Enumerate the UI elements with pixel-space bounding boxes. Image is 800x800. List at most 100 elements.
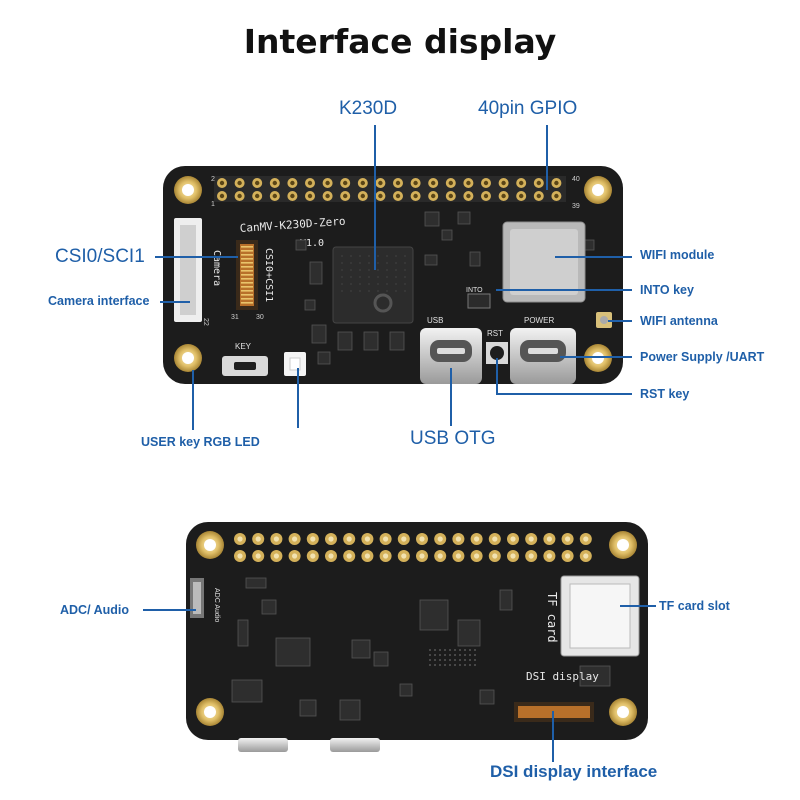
pin-label-2: 2 (211, 176, 215, 183)
csi-pin (241, 286, 253, 288)
gpio-pin-hole (501, 180, 506, 186)
chip-dot (395, 262, 397, 264)
csi-pin (241, 290, 253, 292)
smd-part-bottom (399, 683, 413, 697)
via-dot (444, 649, 446, 651)
chip-dot (386, 290, 388, 292)
smd-part-bottom (237, 619, 249, 647)
smd-part (441, 229, 453, 241)
csi-pin (241, 246, 253, 248)
label-gpio: 40pin GPIO (478, 98, 578, 119)
silk-csi: CSI0+CSI1 (263, 248, 274, 302)
gpio-pin-hole (501, 193, 506, 199)
smd-part-bottom (339, 699, 361, 721)
smd-components-top (295, 211, 595, 365)
gpio-pads-bottom (234, 533, 592, 562)
pin-label-40: 40 (572, 176, 580, 183)
via-dot (474, 649, 476, 651)
gpio-pin-hole (466, 193, 471, 199)
gpio-pad-hole (474, 536, 480, 542)
smd-part (424, 211, 440, 227)
gpio-pad-hole (492, 553, 498, 559)
gpio-pin-hole (290, 193, 295, 199)
smd-part (311, 324, 327, 344)
gpio-pin-hole (343, 180, 348, 186)
label-camera-interface: Camera interface (48, 294, 150, 308)
pin-label-22: 22 (202, 318, 209, 326)
silk-usb: USB (427, 316, 443, 325)
csi-pin (241, 274, 253, 276)
pin-label-39: 39 (572, 203, 580, 210)
gpio-pad-hole (273, 553, 279, 559)
chip-dot (359, 269, 361, 271)
silk-dsi: DSI display (526, 670, 599, 683)
chip-dot (350, 269, 352, 271)
csi-pins (241, 246, 253, 304)
chip-dot (377, 269, 379, 271)
csi-pin (241, 282, 253, 284)
smd-part-bottom (457, 619, 481, 647)
gpio-pin-hole (378, 193, 383, 199)
gpio-pin-hole (431, 180, 436, 186)
gpio-pad-hole (401, 553, 407, 559)
chip-dot (395, 283, 397, 285)
chip-dot (395, 290, 397, 292)
gpio-pad-hole (346, 553, 352, 559)
gpio-pad-hole (273, 536, 279, 542)
gpio-pad-hole (237, 553, 243, 559)
via-dot (444, 664, 446, 666)
gpio-pad-hole (310, 536, 316, 542)
via-dot (449, 664, 451, 666)
gpio-pad-hole (292, 553, 298, 559)
gpio-pad-hole (383, 536, 389, 542)
page-title: Interface display (243, 22, 557, 61)
smd-part (389, 331, 405, 351)
via-dot (459, 654, 461, 656)
smd-part (295, 239, 307, 251)
gpio-pad-hole (437, 553, 443, 559)
via-dot (469, 664, 471, 666)
chip-dot (386, 262, 388, 264)
via-dot (464, 649, 466, 651)
gpio-pin-hole (290, 180, 295, 186)
via-dot (434, 664, 436, 666)
gpio-pin-hole (448, 193, 453, 199)
via-dot (454, 654, 456, 656)
label-wifi-antenna: WIFI antenna (640, 314, 718, 328)
gpio-pad-hole (455, 553, 461, 559)
gpio-pad-hole (383, 553, 389, 559)
chip-dot (377, 283, 379, 285)
gpio-pad-hole (528, 536, 534, 542)
chip-dot (404, 255, 406, 257)
gpio-pad-hole (455, 536, 461, 542)
gpio-pin-hole (483, 193, 489, 199)
gpio-pad-hole (583, 536, 589, 542)
via-dot (429, 659, 431, 661)
chip-dot (404, 283, 406, 285)
via-dot (439, 649, 441, 651)
smd-part (457, 211, 471, 225)
chip-dot (368, 262, 370, 264)
via-dot (439, 659, 441, 661)
gpio-pad-hole (310, 553, 316, 559)
gpio-pad-hole (255, 553, 261, 559)
csi-pin (241, 266, 253, 268)
gpio-pin-hole (219, 180, 225, 186)
via-dot (429, 664, 431, 666)
callout-lines (143, 125, 656, 762)
smd-part-bottom (579, 665, 611, 687)
gpio-pad-hole (419, 553, 425, 559)
chip-dot (377, 262, 379, 264)
gpio-pin-hole (519, 193, 524, 199)
gpio-pad-hole (510, 553, 516, 559)
chip-dot (350, 290, 352, 292)
chip-dot (368, 290, 370, 292)
csi-pin (241, 270, 253, 272)
into-key (467, 293, 491, 309)
gpio-pad-hole (492, 536, 498, 542)
gpio-pin-hole (431, 193, 436, 199)
bottom-board: ADC Audio TF card DSI display (186, 522, 648, 752)
chip-dot (359, 290, 361, 292)
gpio-pad-hole (346, 536, 352, 542)
top-board: 2 1 40 39 CanMV-K230D-Zero V1.0 Camera 2… (163, 166, 623, 384)
